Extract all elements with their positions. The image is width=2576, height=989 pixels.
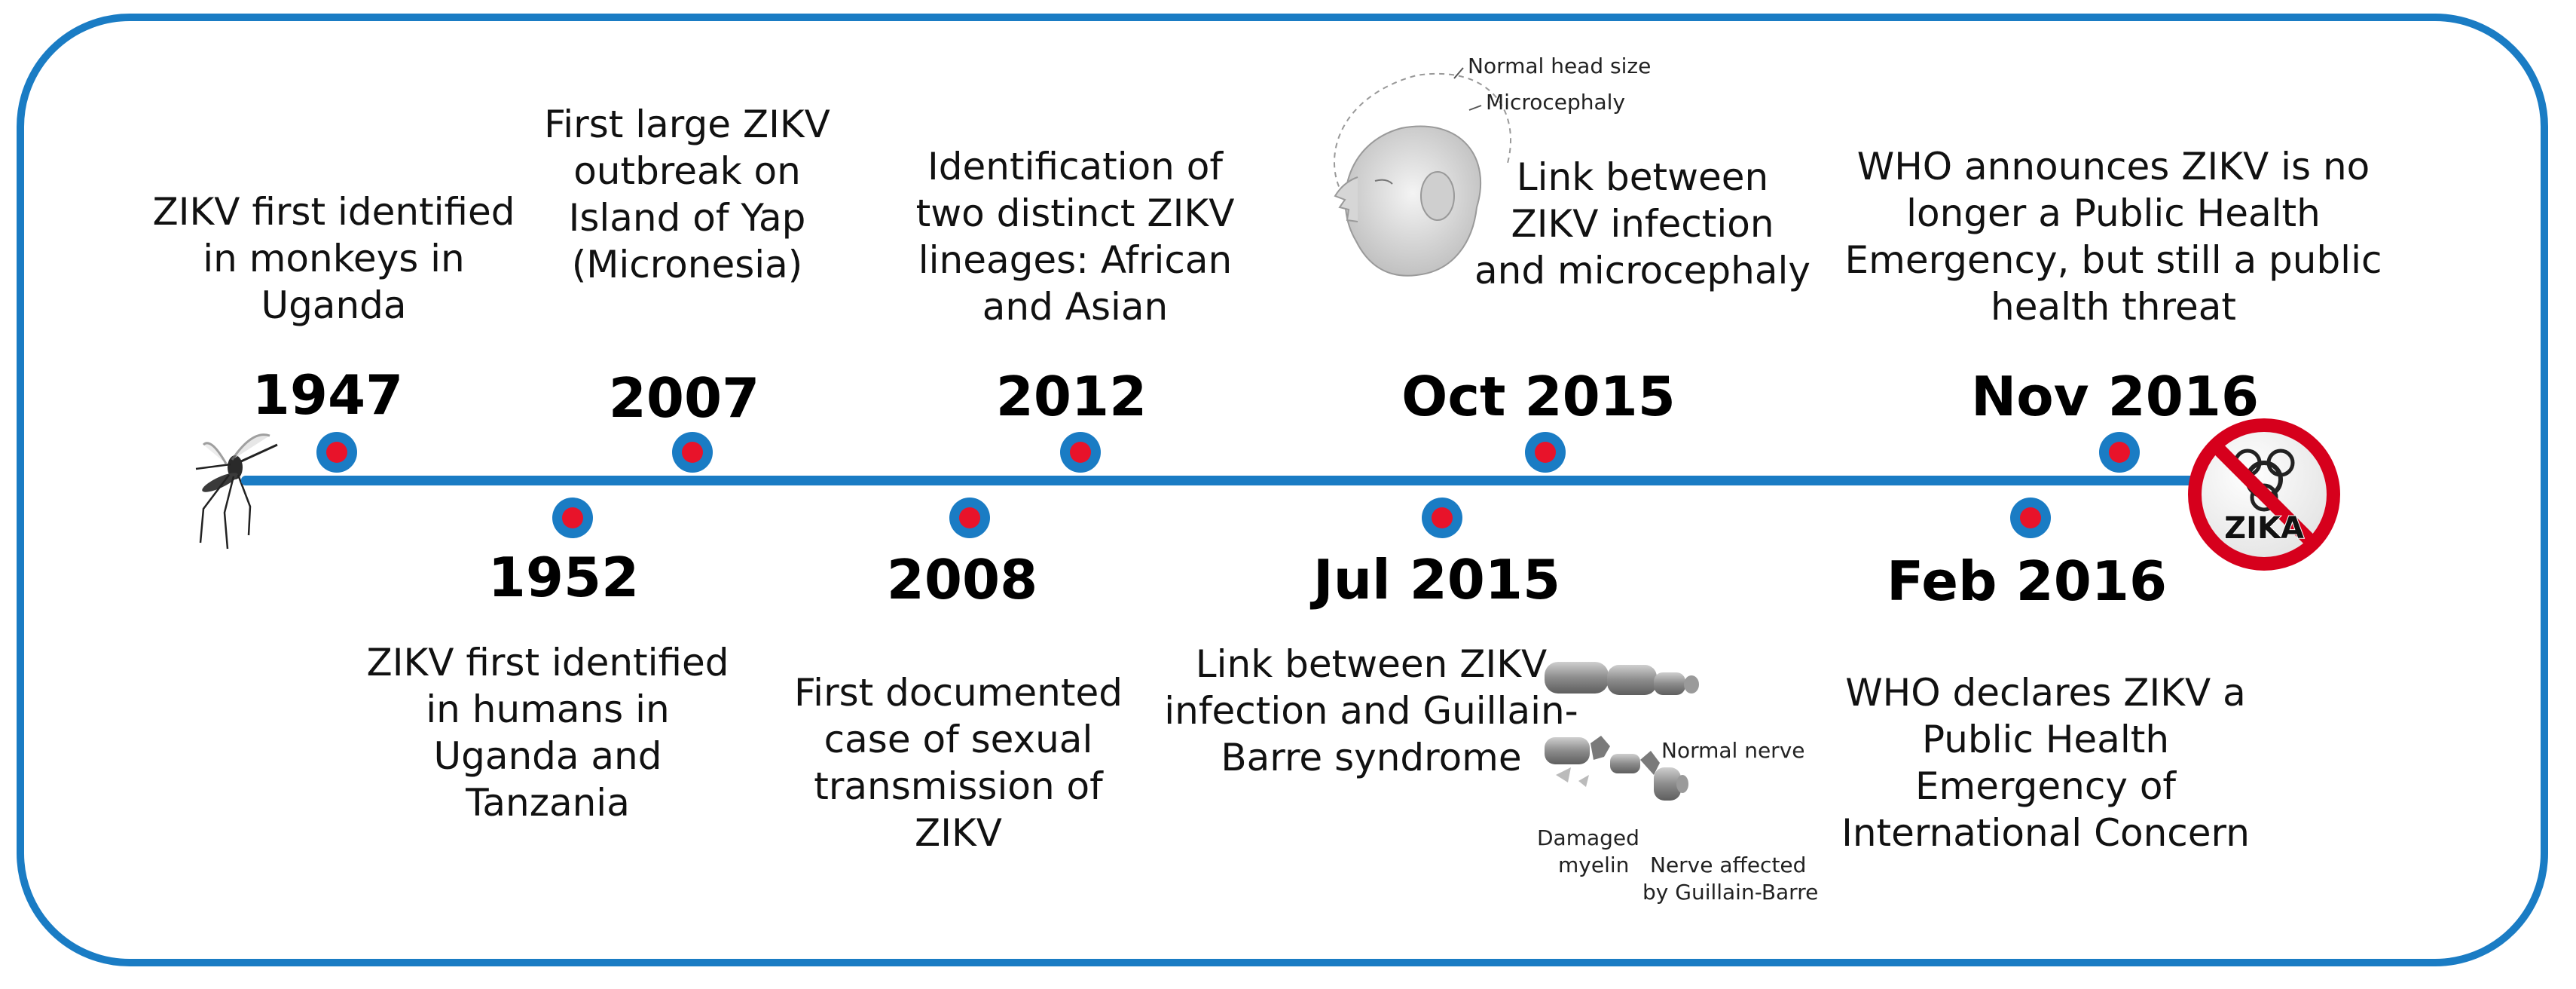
description-line: transmission of xyxy=(814,764,1103,808)
description-line: WHO declares ZIKV a xyxy=(1845,671,2246,715)
description-line: Link between xyxy=(1516,155,1769,199)
description-line: infection and Guillain- xyxy=(1164,689,1578,733)
description-line: Tanzania xyxy=(466,781,630,825)
description-line: ZIKV first identified xyxy=(366,641,729,684)
marker-nov-2016 xyxy=(2099,432,2140,473)
marker-2012 xyxy=(1060,432,1101,473)
description-line: ZIKV xyxy=(914,811,1002,855)
year-nov-2016: Nov 2016 xyxy=(1970,365,2260,428)
damaged-myelin-label-line-1: Damaged xyxy=(1537,825,1639,850)
description-line: health threat xyxy=(1991,285,2236,329)
description-line: lineages: African xyxy=(918,238,1233,282)
year-feb-2016: Feb 2016 xyxy=(1886,550,2168,613)
mosquito-icon xyxy=(195,433,278,550)
description-line: outbreak on xyxy=(573,149,801,193)
head-label-leader-lines xyxy=(1453,67,1482,111)
event-2012-description: Identification of two distinct ZIKV line… xyxy=(916,143,1235,330)
year-2008: 2008 xyxy=(886,548,1038,611)
event-1947-description: ZIKV first identified in monkeys in Ugan… xyxy=(152,188,515,329)
marker-feb-2016 xyxy=(2010,498,2051,538)
description-line: Island of Yap xyxy=(568,196,806,240)
timeline-axis xyxy=(241,476,2215,485)
year-oct-2015: Oct 2015 xyxy=(1401,365,1676,428)
description-line: Uganda xyxy=(261,283,407,327)
description-line: ZIKV first identified xyxy=(152,190,515,234)
marker-oct-2015 xyxy=(1525,432,1566,473)
marker-jul-2015 xyxy=(1422,498,1462,538)
nerve-affected-label-line-2: by Guillain-Barre xyxy=(1642,880,1819,905)
event-1952-description: ZIKV first identified in humans in Ugand… xyxy=(366,639,729,826)
description-line: and Asian xyxy=(982,285,1169,329)
description-line: (Micronesia) xyxy=(571,243,803,286)
description-line: Link between ZIKV xyxy=(1195,642,1548,686)
event-2007-description: First large ZIKV outbreak on Island of Y… xyxy=(544,101,830,288)
description-line: Emergency of xyxy=(1914,764,2177,808)
microcephaly-label: Microcephaly xyxy=(1486,90,1626,115)
year-2007: 2007 xyxy=(608,366,760,430)
event-2008-description: First documented case of sexual transmis… xyxy=(794,669,1123,856)
description-line: two distinct ZIKV xyxy=(915,191,1235,235)
timeline-frame xyxy=(17,14,2548,966)
marker-1952 xyxy=(552,498,593,538)
marker-1947 xyxy=(316,432,357,473)
damaged-myelin-label-line-2: myelin xyxy=(1558,853,1630,877)
nerve-icon xyxy=(1545,662,1699,801)
event-jul-2015-description: Link between ZIKV infection and Guillain… xyxy=(1164,641,1578,781)
description-line: First documented xyxy=(794,671,1123,715)
description-line: longer a Public Health xyxy=(1906,191,2321,235)
year-1947: 1947 xyxy=(252,363,404,427)
marker-2008 xyxy=(949,498,990,538)
normal-head-size-label: Normal head size xyxy=(1468,54,1652,78)
description-line: in monkeys in xyxy=(203,237,465,280)
nerve-affected-label-line-1: Nerve affected xyxy=(1650,853,1807,877)
description-line: ZIKV infection xyxy=(1511,202,1774,246)
event-feb-2016-description: WHO declares ZIKV a Public Health Emerge… xyxy=(1841,669,2250,856)
description-line: in humans in xyxy=(426,687,670,731)
description-line: Public Health xyxy=(1921,718,2170,761)
event-oct-2015-description: Link between ZIKV infection and microcep… xyxy=(1474,154,1811,294)
year-jul-2015: Jul 2015 xyxy=(1312,548,1561,611)
zika-biohazard-stop-icon: ZIKA xyxy=(2188,418,2340,571)
description-line: and microcephaly xyxy=(1474,249,1811,292)
description-line: Emergency, but still a public xyxy=(1844,238,2382,282)
marker-2007 xyxy=(672,432,713,473)
description-line: First large ZIKV xyxy=(544,103,830,146)
description-line: Uganda and xyxy=(433,734,662,778)
description-line: International Concern xyxy=(1841,811,2250,855)
infant-head-icon xyxy=(1334,72,1511,277)
event-nov-2016-description: WHO announces ZIKV is no longer a Public… xyxy=(1845,143,2382,330)
zika-sign-text: ZIKA xyxy=(2224,511,2304,546)
year-2012: 2012 xyxy=(995,365,1147,428)
description-line: case of sexual xyxy=(824,718,1093,761)
description-line: Identification of xyxy=(927,145,1223,188)
year-1952: 1952 xyxy=(487,546,640,609)
description-line: WHO announces ZIKV is no xyxy=(1856,145,2370,188)
description-line: Barre syndrome xyxy=(1221,736,1522,779)
normal-nerve-label: Normal nerve xyxy=(1661,738,1805,763)
